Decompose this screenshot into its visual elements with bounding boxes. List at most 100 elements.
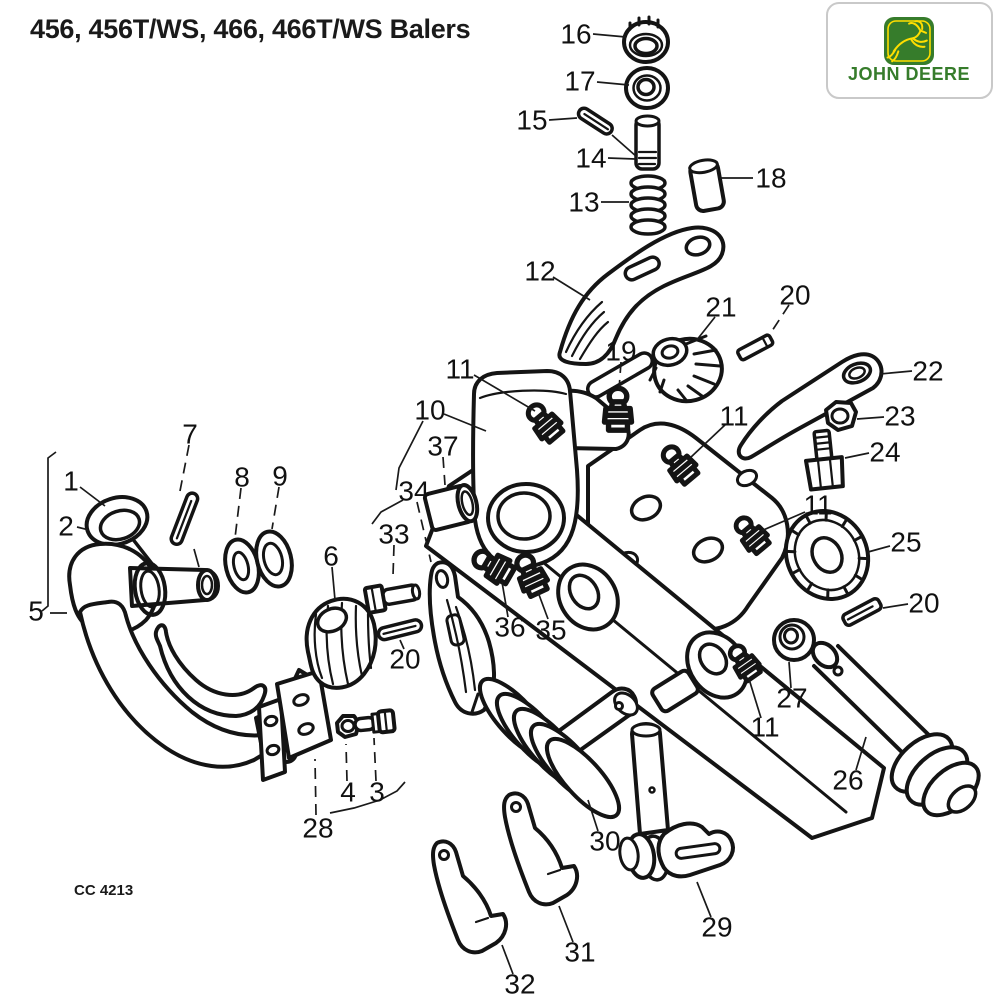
- part-7-pin: [169, 491, 200, 547]
- leader-line-7: [179, 444, 190, 492]
- part-31-pawl: [502, 791, 580, 907]
- leader-line-32: [501, 944, 514, 975]
- leader-line-5: [41, 451, 57, 612]
- part-17-washer: [624, 66, 670, 110]
- part-37-bushing: [422, 483, 480, 532]
- leader-line-34: [416, 501, 432, 563]
- deer-icon: [886, 20, 928, 63]
- part-label-4: 4: [340, 777, 356, 808]
- housing-foot-tab: [650, 668, 700, 714]
- part-label-37: 37: [427, 431, 458, 462]
- part-label-1: 1: [63, 466, 79, 497]
- part-label-28: 28: [302, 813, 333, 844]
- leader-line-20: [882, 603, 909, 609]
- part-label-8: 8: [234, 462, 250, 493]
- part-label-35: 35: [535, 615, 566, 646]
- leader-line-17: [596, 81, 630, 86]
- leader-line-2: [76, 526, 94, 532]
- part-label-20: 20: [779, 280, 810, 311]
- part-label-11: 11: [445, 354, 474, 385]
- leader-line-27: [788, 661, 792, 689]
- leader-line-11: [748, 678, 762, 719]
- leader-line-20: [399, 639, 405, 650]
- part-25-gear: [783, 509, 871, 601]
- leader-line-16: [592, 33, 627, 38]
- part-23-nut: [824, 400, 858, 432]
- leader-line-12: [552, 276, 591, 301]
- part-14-pin: [634, 114, 661, 171]
- part-label-36: 36: [494, 612, 525, 643]
- part-label-25: 25: [890, 527, 921, 558]
- leader-line-6: [331, 566, 336, 601]
- leader-line-15: [548, 117, 578, 121]
- part-30-worm-gear: [477, 676, 639, 820]
- part-label-21: 21: [705, 292, 736, 323]
- part-26-shaft: [810, 640, 981, 818]
- leader-line-7: [193, 548, 200, 568]
- part-label-11: 11: [803, 490, 832, 521]
- leader-line-34: [371, 499, 404, 525]
- leader-line-11: [760, 511, 806, 532]
- leader-line-35: [537, 591, 549, 620]
- part-3-bolt: [353, 708, 397, 735]
- part-20-pin-center: [376, 618, 424, 642]
- part-label-17: 17: [564, 66, 595, 97]
- part-24-bolt: [803, 428, 845, 492]
- part-label-16: 16: [560, 19, 591, 50]
- part-label-18: 18: [755, 163, 786, 194]
- leader-line-14: [607, 157, 636, 160]
- part-label-23: 23: [884, 401, 915, 432]
- part-33-bolt: [362, 583, 422, 615]
- part-label-31: 31: [564, 937, 595, 968]
- part-15-cotter-pin: [576, 106, 614, 136]
- leader-line-30: [587, 799, 599, 832]
- leader-line-22: [879, 370, 913, 375]
- part-label-15: 15: [516, 105, 547, 136]
- logo-shield-border: [887, 20, 931, 62]
- part-label-20: 20: [908, 588, 939, 619]
- leader-line-1: [79, 486, 106, 507]
- leader-line-37: [442, 456, 446, 486]
- part-label-13: 13: [568, 187, 599, 218]
- part-label-22: 22: [912, 356, 943, 387]
- part-21-bevel-gear: [648, 334, 724, 404]
- part-label-9: 9: [272, 461, 288, 492]
- part-12-arm: [557, 225, 726, 366]
- leader-line-33: [392, 544, 395, 577]
- part-label-7: 7: [182, 419, 198, 450]
- part-27-seal: [772, 618, 816, 662]
- leader-line-3: [373, 737, 377, 782]
- part-label-29: 29: [701, 912, 732, 943]
- leader-line-25: [867, 545, 891, 553]
- leader-line-36: [501, 581, 509, 618]
- drawing-code: CC 4213: [74, 882, 134, 899]
- part-label-30: 30: [589, 826, 620, 857]
- part-label-32: 32: [504, 969, 535, 1000]
- part-19-fitting: [605, 388, 632, 430]
- part-16-lock-nut: [622, 15, 670, 64]
- part-32-pawl: [431, 839, 509, 955]
- john-deere-logo: JOHN DEERE: [826, 2, 993, 99]
- part-label-27: 27: [776, 683, 807, 714]
- frame-hook: [153, 623, 268, 718]
- part-20-pin-right: [841, 596, 883, 628]
- leader-line-21: [695, 316, 716, 342]
- part-label-33: 33: [378, 519, 409, 550]
- part-label-11: 11: [750, 712, 779, 743]
- leader-line-28: [314, 758, 317, 816]
- leader-line-8: [234, 487, 242, 539]
- part-label-3: 3: [369, 777, 385, 808]
- part-label-20: 20: [389, 644, 420, 675]
- leader-line-29: [696, 881, 712, 918]
- leader-line-11: [689, 423, 727, 459]
- part-9-washer: [254, 529, 294, 589]
- leader-line-24: [844, 452, 870, 459]
- part-20-pin-upper: [736, 333, 775, 362]
- leader-line-4: [345, 743, 348, 782]
- part-label-34: 34: [398, 476, 429, 507]
- part-6-knob: [304, 596, 378, 690]
- leader-line-10: [443, 413, 487, 432]
- leader-line-23: [856, 416, 885, 420]
- part-label-11: 11: [719, 401, 748, 432]
